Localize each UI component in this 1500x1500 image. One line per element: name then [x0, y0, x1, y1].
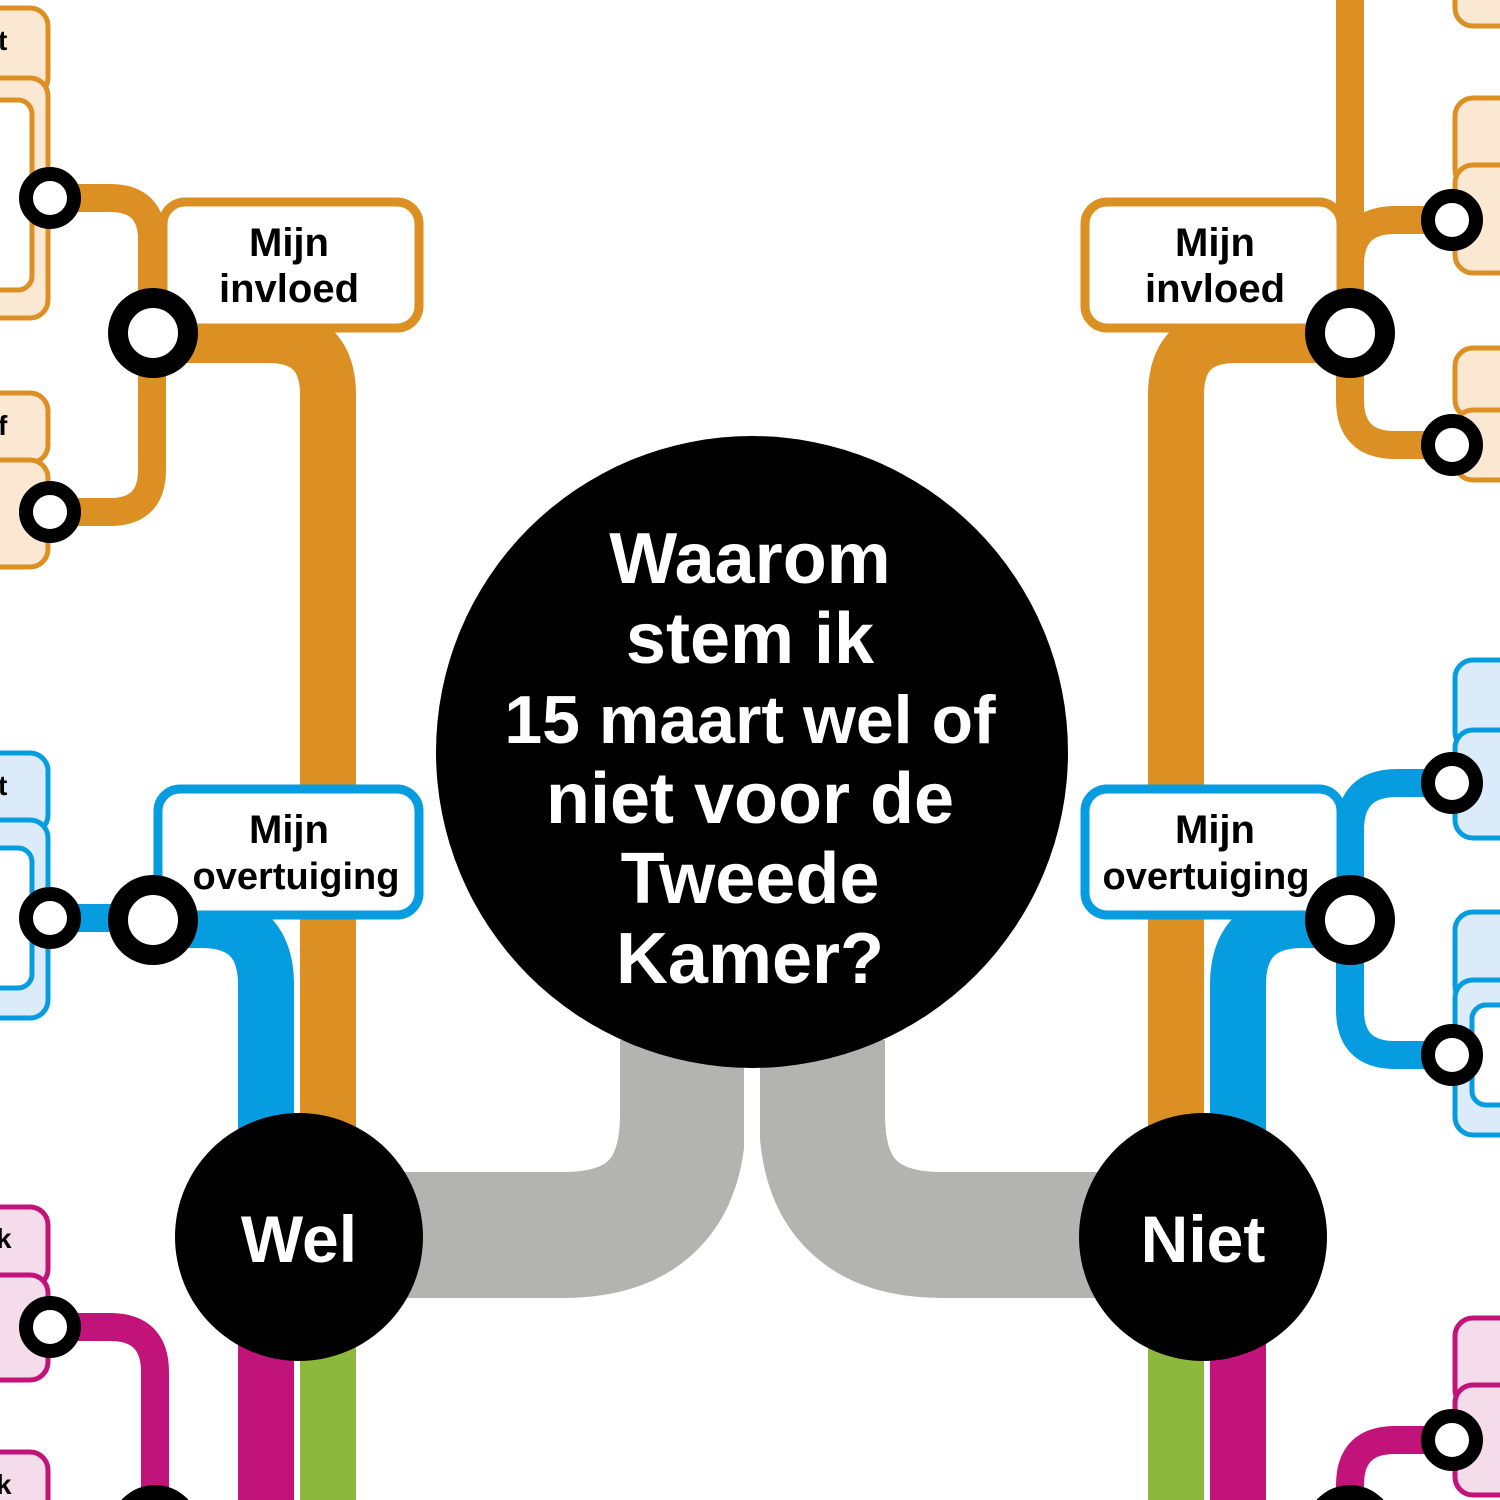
right-influence-box-frame [1080, 197, 1346, 333]
left-influence-box[interactable]: Mijn invloed [158, 197, 424, 333]
left-orange-line [155, 307, 356, 1130]
station-left-conviction[interactable] [108, 875, 198, 965]
left-conviction-line1: Mijn [249, 808, 329, 852]
station-left-influence[interactable] [108, 288, 198, 378]
station-right-influence[interactable] [1305, 288, 1395, 378]
edge-fragment-3: t [0, 770, 7, 801]
station-right-sub-2[interactable] [1421, 414, 1483, 476]
wel-node-label: Wel [241, 1202, 357, 1276]
left-influence-line1: Mijn [249, 221, 329, 265]
wel-node[interactable]: Wel [175, 1113, 423, 1361]
trunk-to-niet [759, 1040, 1105, 1298]
right-blue-subline-lower [1336, 920, 1500, 1069]
right-orange-subline [1336, 206, 1500, 266]
station-left-bottom-partial [121, 1485, 189, 1500]
left-magenta-subline [50, 1313, 169, 1500]
center-title-line-4: niet voor de [546, 759, 954, 839]
trunk-to-wel [400, 1040, 746, 1298]
wel-node-circle [175, 1113, 423, 1361]
right-influence-box[interactable]: Mijn invloed [1080, 197, 1346, 333]
center-title-line-3: 15 maart wel of [504, 682, 996, 758]
edge-fragment-4: k [0, 1223, 12, 1254]
edge-fragment-2: f [0, 410, 8, 441]
right-main-lines [1148, 307, 1350, 1500]
gray-trunk [400, 1040, 1105, 1298]
center-title-line-5: Tweede [621, 839, 880, 919]
edge-fragment-5: k [0, 1469, 12, 1500]
right-edge-box-orange-1 [1452, 0, 1500, 29]
center-title-line-1: Waarom [609, 519, 890, 599]
right-magenta-subline [1336, 1426, 1500, 1500]
right-conviction-line2: overtuiging [1103, 856, 1310, 898]
station-left-sub-1[interactable] [19, 167, 81, 229]
right-orange-line [1148, 307, 1350, 1130]
right-orange-trunk [1336, 0, 1500, 459]
center-title-line-2: stem ik [626, 599, 875, 679]
left-influence-line2: invloed [219, 267, 359, 311]
left-conviction-line2: overtuiging [193, 856, 400, 898]
station-left-sub-3[interactable] [19, 887, 81, 949]
left-conviction-box-frame [153, 784, 424, 920]
left-edge-boxes [0, 5, 51, 1500]
right-magenta-line [1210, 1340, 1266, 1500]
right-influence-line2: invloed [1145, 267, 1285, 311]
right-blue-subline [1336, 769, 1500, 920]
niet-node-circle [1079, 1113, 1327, 1361]
niet-node[interactable]: Niet [1079, 1113, 1327, 1361]
right-conviction-box[interactable]: Mijn overtuiging [1080, 784, 1346, 920]
right-conviction-line1: Mijn [1175, 808, 1255, 852]
center-question-node: Waarom stem ik 15 maart wel of niet voor… [436, 436, 1068, 1068]
left-green-line [300, 1340, 356, 1500]
left-influence-box-frame [158, 197, 424, 333]
left-main-lines [155, 307, 356, 1500]
left-edge-fragments: t f t k k [0, 25, 12, 1500]
center-circle [436, 436, 1068, 1068]
station-left-sub-4[interactable] [19, 1296, 81, 1358]
right-conviction-box-frame [1080, 784, 1346, 920]
station-rings [19, 167, 1483, 1471]
edge-fragment-1: t [0, 25, 7, 56]
station-right-sub-5[interactable] [1421, 1409, 1483, 1471]
station-right-sub-3[interactable] [1421, 752, 1483, 814]
station-right-sub-1[interactable] [1421, 189, 1483, 251]
right-green-line [1148, 1340, 1204, 1500]
right-blue-line [1210, 892, 1350, 1130]
left-blue-line [155, 892, 294, 1130]
center-question-text: Waarom stem ik 15 maart wel of niet voor… [504, 519, 996, 999]
edge-box-magenta-3 [0, 1449, 51, 1500]
station-right-conviction[interactable] [1305, 875, 1395, 965]
station-left-sub-2[interactable] [19, 481, 81, 543]
niet-node-label: Niet [1141, 1202, 1266, 1276]
left-conviction-box[interactable]: Mijn overtuiging [153, 784, 424, 920]
station-right-bottom-partial [1316, 1485, 1384, 1500]
center-title-line-6: Kamer? [616, 919, 884, 999]
station-right-sub-4[interactable] [1421, 1024, 1483, 1086]
right-influence-line1: Mijn [1175, 221, 1255, 265]
left-magenta-line [238, 1340, 294, 1500]
right-sublines [1336, 0, 1500, 1500]
